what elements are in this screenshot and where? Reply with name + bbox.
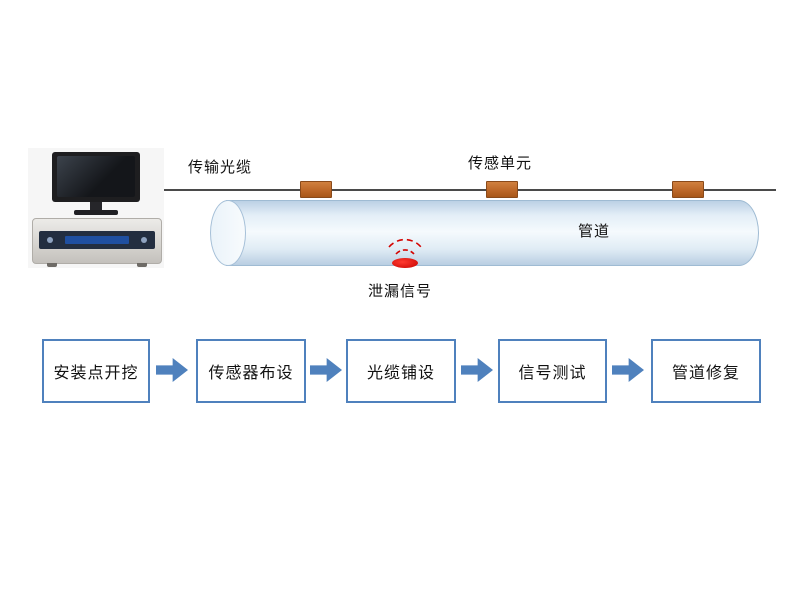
- transmission-cable-line: [164, 189, 776, 191]
- flow-step-sensor-deployment: 传感器布设: [196, 339, 306, 403]
- monitoring-equipment-photo: [28, 148, 164, 268]
- instrument-front-panel: [39, 231, 155, 249]
- sensor-unit-icon: [486, 181, 518, 198]
- pipeline-label: 管道: [578, 223, 611, 240]
- flow-arrow-icon: [612, 358, 644, 382]
- pipeline-cylinder: [226, 200, 759, 266]
- sensor-unit-icon: [300, 181, 332, 198]
- instrument-icon: [32, 218, 162, 267]
- leak-signal-label: 泄漏信号: [368, 283, 433, 300]
- instrument-knob-icon: [141, 237, 147, 243]
- flow-step-pipe-repair: 管道修复: [651, 339, 761, 403]
- monitor-base: [74, 210, 118, 215]
- transmission-cable-label: 传输光缆: [188, 159, 253, 176]
- monitor-icon: [52, 152, 140, 202]
- instrument-label-strip: [65, 236, 129, 244]
- flow-step-excavation: 安装点开挖: [42, 339, 150, 403]
- instrument-foot: [137, 263, 147, 267]
- instrument-knob-icon: [47, 237, 53, 243]
- sensor-unit-icon: [672, 181, 704, 198]
- flow-step-signal-testing: 信号测试: [498, 339, 607, 403]
- pipeline-end-cap: [210, 200, 246, 266]
- instrument-foot: [47, 263, 57, 267]
- flow-arrow-icon: [310, 358, 342, 382]
- monitor-stand: [90, 202, 102, 210]
- flow-step-cable-laying: 光缆铺设: [346, 339, 456, 403]
- leak-signal-waves-icon: [388, 238, 422, 255]
- flow-arrow-icon: [156, 358, 188, 382]
- flow-arrow-icon: [461, 358, 493, 382]
- sensing-unit-label: 传感单元: [468, 155, 533, 172]
- monitor-screen: [57, 156, 135, 197]
- leak-signal-icon: [392, 258, 418, 268]
